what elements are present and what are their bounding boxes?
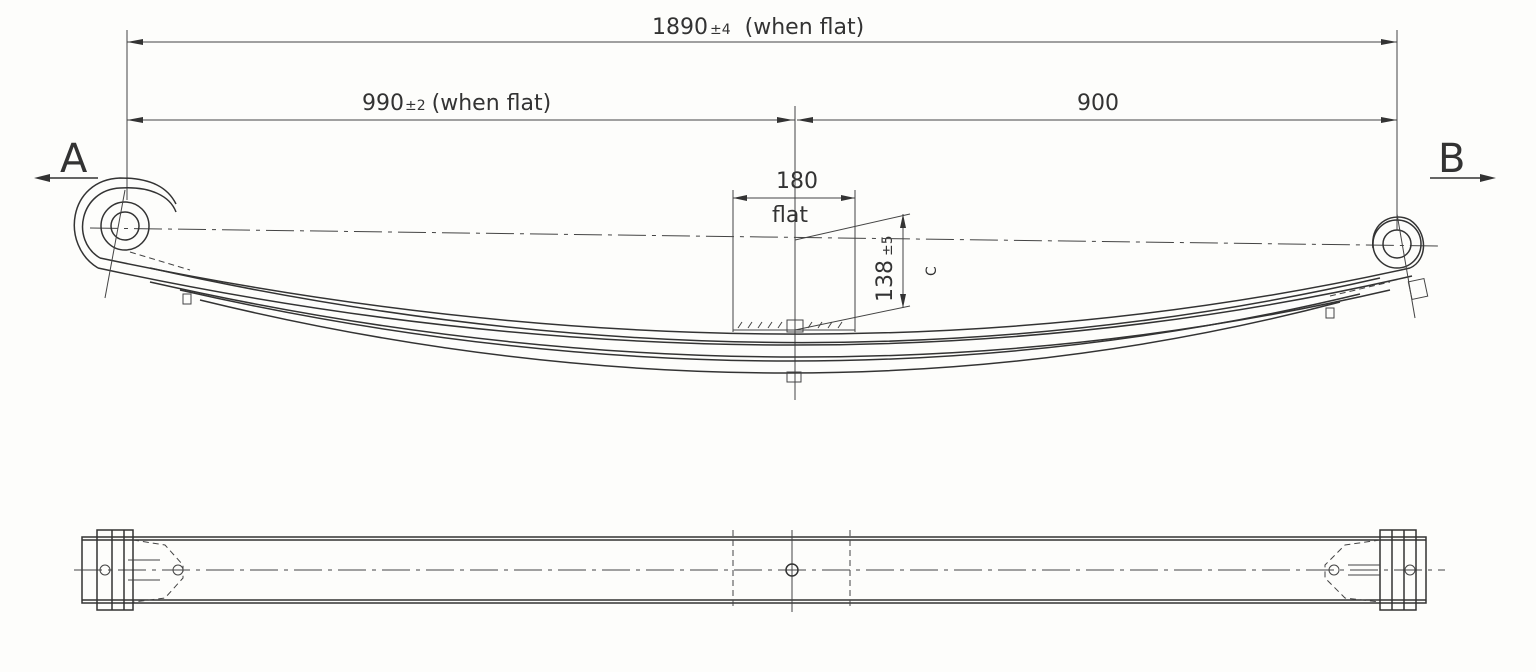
spring-side-view <box>73 177 1441 383</box>
camber-label: 138±5 <box>873 235 898 302</box>
third-leaf-bottom <box>199 299 1341 374</box>
overall-length-dimension: 1890±4(when flat) <box>126 15 1398 230</box>
center-bolt <box>733 319 855 383</box>
spring-top-view <box>74 529 1445 612</box>
second-leaf-top <box>149 267 1381 344</box>
view-arrow-a: A <box>34 136 98 182</box>
left-eye <box>73 177 192 305</box>
second-leaf-bottom <box>149 281 1391 358</box>
right-eye <box>1325 213 1429 319</box>
svg-text:B: B <box>1438 136 1465 182</box>
center-bolt-hole <box>785 563 799 577</box>
overall-length-label: 1890±4(when flat) <box>652 15 864 40</box>
right-clip <box>1324 529 1417 611</box>
flat-label: flat <box>772 203 808 228</box>
left-length-dimension: 990±2(when flat) <box>127 91 796 400</box>
left-clip <box>96 529 184 611</box>
center-flat-dimension: 180 flat <box>732 169 856 332</box>
main-leaf-bottom <box>97 267 1413 346</box>
left-length-label: 990±2(when flat) <box>362 91 551 116</box>
main-leaf-top <box>99 257 1411 335</box>
right-length-dimension: 900 <box>797 91 1397 123</box>
view-arrow-b: B <box>1430 136 1496 182</box>
camber-symbol: C <box>924 266 940 276</box>
center-length-label: 180 <box>776 169 818 194</box>
right-length-label: 900 <box>1077 91 1119 116</box>
camber-dimension: 138±5 C <box>794 213 940 331</box>
third-leaf-top <box>179 289 1361 362</box>
svg-text:A: A <box>60 136 88 182</box>
